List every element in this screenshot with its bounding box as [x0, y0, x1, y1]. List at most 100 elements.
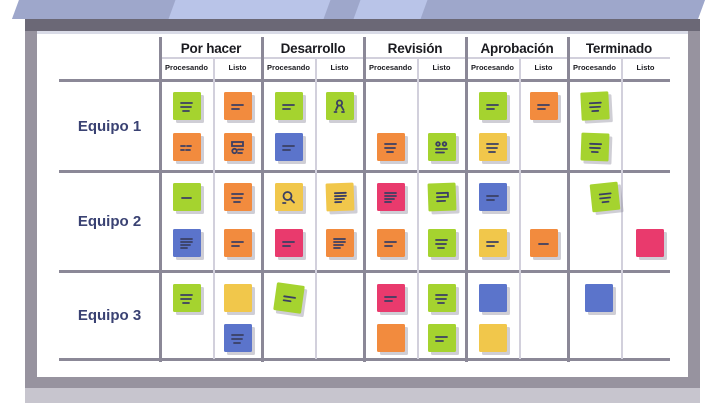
grid-line: [315, 58, 317, 359]
lines-2-icon: [381, 289, 400, 308]
subcolumn-header-procesando: Procesando: [165, 63, 208, 72]
sticky-note[interactable]: [478, 324, 507, 352]
lines-2-icon: [279, 234, 298, 253]
subcolumn-header-listo: Listo: [228, 63, 247, 72]
row-label-team: Equipo 3: [77, 307, 142, 324]
banner-stripe: [420, 0, 705, 19]
lines-2-icon: [534, 97, 553, 116]
sticky-note[interactable]: [274, 92, 303, 120]
subcolumn-header-procesando: Procesando: [369, 63, 412, 72]
sticky-note[interactable]: [223, 133, 252, 161]
sticky-note[interactable]: [580, 132, 609, 162]
sticky-note[interactable]: [172, 183, 201, 211]
sticky-note[interactable]: [274, 133, 303, 161]
board-frame-right: [688, 31, 700, 377]
sticky-note[interactable]: [584, 284, 613, 312]
sticky-note[interactable]: [172, 284, 201, 312]
sticky-note[interactable]: [635, 229, 664, 257]
lines-2-icon: [278, 287, 299, 308]
sticky-note[interactable]: [478, 133, 507, 161]
lines-4-icon: [381, 188, 400, 207]
form-icon: [228, 138, 247, 157]
lines-4-icon: [330, 234, 349, 253]
lines-2-icon: [228, 97, 247, 116]
board-frame-left: [25, 31, 37, 377]
grid-line: [519, 58, 521, 359]
board-inner-shadow: [37, 31, 688, 34]
lines-2-icon: [483, 234, 502, 253]
row-label-team: Equipo 2: [77, 213, 142, 230]
lines-3-icon: [228, 188, 247, 207]
lines-2-icon: [381, 234, 400, 253]
sticky-note[interactable]: [427, 182, 456, 212]
sticky-note[interactable]: [427, 284, 456, 312]
grid-line: [363, 37, 366, 362]
lines-3-icon: [594, 187, 615, 208]
sticky-note[interactable]: [325, 229, 354, 257]
lines-3-icon: [585, 96, 605, 116]
grid-line: [567, 37, 570, 362]
sticky-note[interactable]: [223, 229, 252, 257]
sticky-note[interactable]: [172, 92, 201, 120]
column-header: Terminado: [585, 41, 653, 56]
sticky-note[interactable]: [223, 183, 252, 211]
sticky-note[interactable]: [376, 133, 405, 161]
sticky-note[interactable]: [376, 229, 405, 257]
board-frame-ledge: [25, 388, 700, 403]
magnifier-icon: [279, 188, 298, 207]
grid-line: [160, 57, 670, 59]
sticky-note[interactable]: [427, 229, 456, 257]
lines-2-icon: [483, 97, 502, 116]
lines-4-icon: [177, 234, 196, 253]
grid-line: [621, 58, 623, 359]
sticky-note[interactable]: [223, 284, 252, 312]
sticky-note[interactable]: [529, 92, 558, 120]
lines-3-icon: [432, 234, 451, 253]
sticky-note[interactable]: [272, 282, 305, 314]
subcolumn-header-procesando: Procesando: [267, 63, 310, 72]
lines-3-icon: [177, 289, 196, 308]
lines-3-icon: [483, 138, 502, 157]
sticky-note[interactable]: [478, 92, 507, 120]
sticky-note[interactable]: [478, 183, 507, 211]
keys-icon: [330, 97, 349, 116]
sticky-note[interactable]: [589, 181, 620, 213]
column-header: Por hacer: [180, 41, 242, 56]
sticky-note[interactable]: [172, 133, 201, 161]
lines-4-icon: [330, 187, 350, 207]
paragraph-icon: [432, 187, 452, 207]
grid-line: [159, 37, 162, 362]
subcolumn-header-listo: Listo: [534, 63, 553, 72]
sticky-note[interactable]: [427, 324, 456, 352]
sticky-note[interactable]: [223, 92, 252, 120]
sticky-note[interactable]: [376, 183, 405, 211]
sticky-note[interactable]: [529, 229, 558, 257]
sticky-note[interactable]: [376, 284, 405, 312]
column-header: Revisión: [387, 41, 443, 56]
lines-3-icon: [177, 97, 196, 116]
sticky-note[interactable]: [223, 324, 252, 352]
grid-line: [465, 37, 468, 362]
banner-stripe: [323, 0, 361, 19]
sticky-note[interactable]: [274, 183, 303, 211]
grid-line: [213, 58, 215, 359]
lines-3-icon: [228, 329, 247, 348]
column-header: Desarrollo: [280, 41, 346, 56]
row-label-team: Equipo 1: [77, 118, 142, 135]
line-1-icon: [534, 234, 553, 253]
sticky-note[interactable]: [325, 182, 354, 212]
lines-3-icon: [585, 137, 605, 157]
sticky-note[interactable]: [478, 284, 507, 312]
sticky-note[interactable]: [579, 91, 610, 121]
sticky-note[interactable]: [325, 92, 354, 120]
sticky-note[interactable]: [427, 133, 456, 161]
sticky-note[interactable]: [274, 229, 303, 257]
banner-stripe: [12, 0, 176, 19]
sticky-note[interactable]: [478, 229, 507, 257]
subcolumn-header-listo: Listo: [432, 63, 451, 72]
sticky-note[interactable]: [172, 229, 201, 257]
sticky-note[interactable]: [376, 324, 405, 352]
board-frame-bottom: [25, 377, 700, 388]
grid-line: [261, 37, 264, 362]
